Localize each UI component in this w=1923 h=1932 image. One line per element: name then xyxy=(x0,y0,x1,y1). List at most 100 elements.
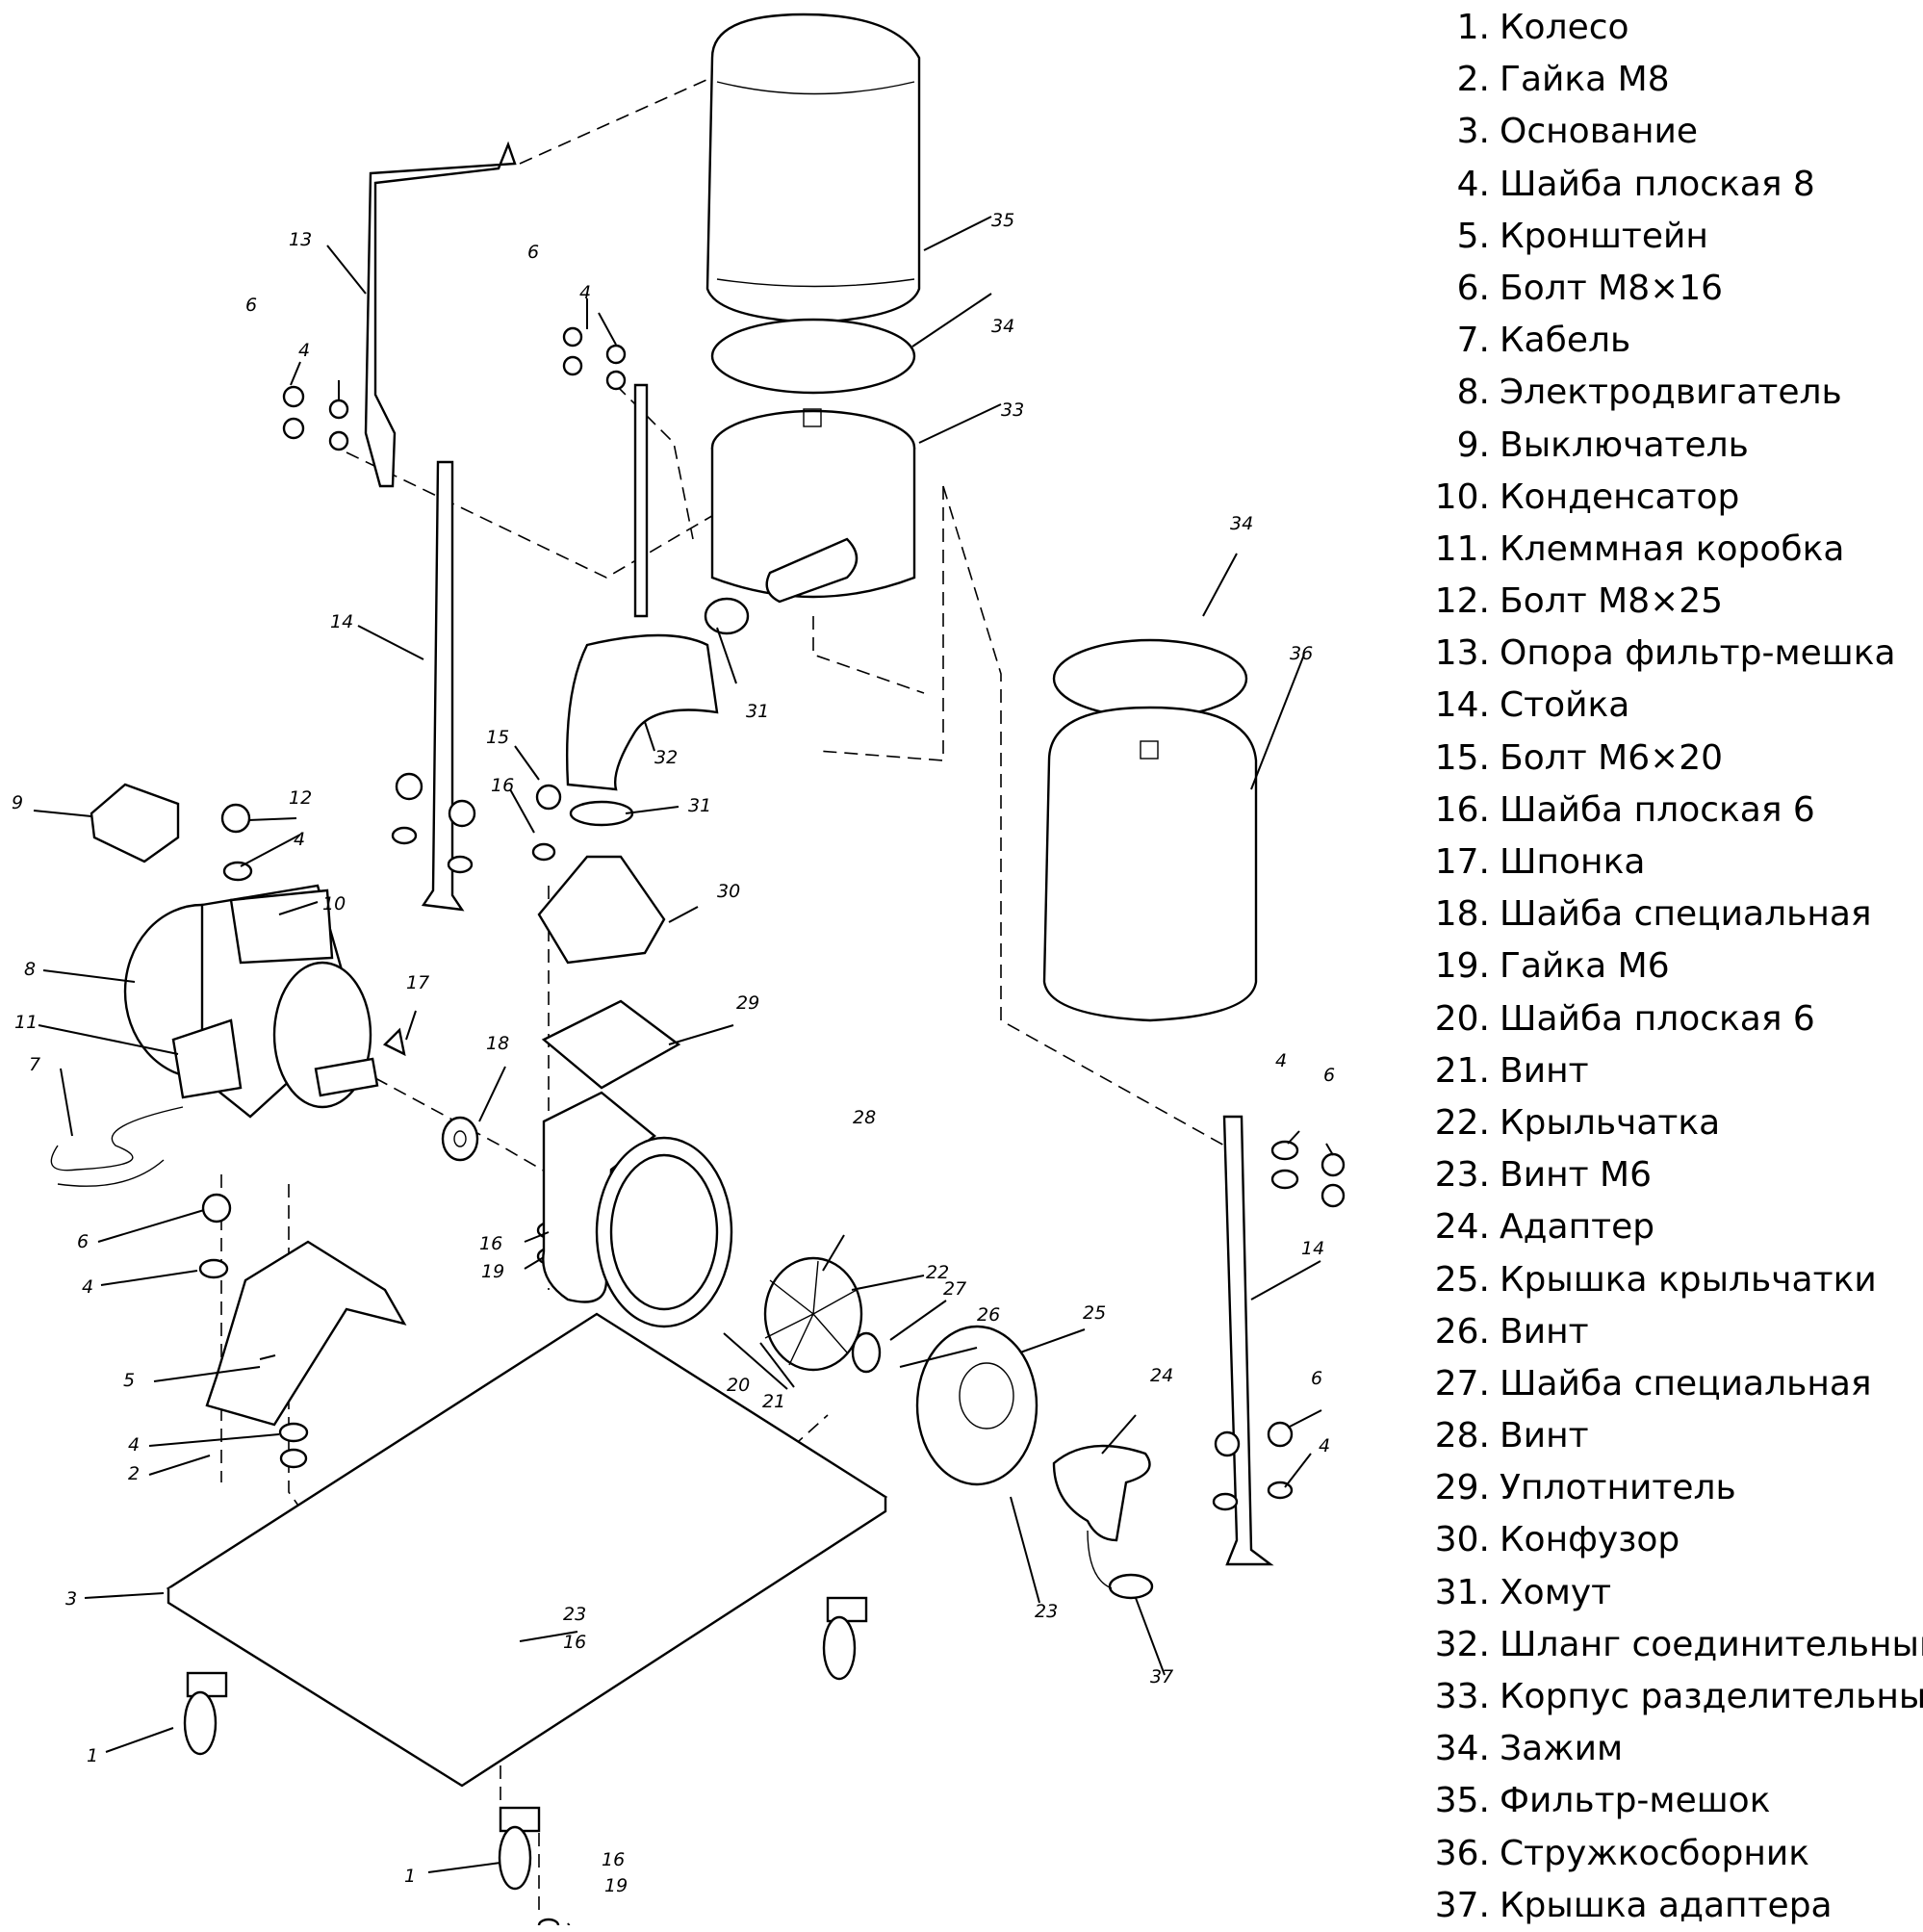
callout-31b: 31 xyxy=(688,795,711,816)
parts-legend-number: 22. xyxy=(1434,1102,1490,1143)
callout-35: 35 xyxy=(991,210,1014,231)
callout-labels: 1 1 2 3 4 4 4 4 4 4 4 5 6 6 6 6 6 7 8 9 … xyxy=(12,210,1335,1896)
parts-legend-name: Кабель xyxy=(1500,321,1631,361)
fan-housing-part xyxy=(542,1091,733,1328)
parts-legend-item: 14.Стойка xyxy=(1405,680,1923,732)
parts-legend-name: Опора фильтр-мешка xyxy=(1500,633,1896,674)
callout-7: 7 xyxy=(29,1054,40,1075)
callout-4d: 4 xyxy=(1319,1435,1330,1456)
parts-legend-item: 22.Крыльчатка xyxy=(1405,1097,1923,1149)
callout-30: 30 xyxy=(717,881,740,902)
clamp-31-upper xyxy=(704,597,750,635)
parts-legend-name: Крыльчатка xyxy=(1500,1102,1721,1143)
parts-legend-number: 19. xyxy=(1434,946,1490,987)
parts-legend-item: 35.Фильтр-мешок xyxy=(1405,1775,1923,1827)
cable-part xyxy=(50,1106,184,1187)
parts-legend-item: 18.Шайба специальная xyxy=(1405,889,1923,940)
callout-27: 27 xyxy=(943,1278,966,1300)
parts-legend-name: Основание xyxy=(1500,112,1699,152)
parts-legend-name: Стойка xyxy=(1500,685,1630,726)
separator-body-part xyxy=(710,408,916,604)
callout-2: 2 xyxy=(128,1463,140,1484)
parts-legend-item: 25.Крышка крыльчатки xyxy=(1405,1254,1923,1306)
callout-11: 11 xyxy=(14,1012,38,1033)
callout-16b: 16 xyxy=(479,1233,502,1254)
callout-25: 25 xyxy=(1083,1302,1106,1324)
parts-legend-name: Электродвигатель xyxy=(1500,373,1842,413)
parts-legend-item: 8.Электродвигатель xyxy=(1405,367,1923,419)
motor-part xyxy=(123,884,406,1119)
callout-4a: 4 xyxy=(298,340,310,361)
callout-19b: 19 xyxy=(604,1875,628,1896)
callout-37: 37 xyxy=(1150,1666,1173,1687)
parts-legend-name: Винт xyxy=(1500,1416,1589,1456)
callout-28: 28 xyxy=(853,1107,876,1128)
callout-5: 5 xyxy=(123,1370,135,1391)
parts-legend-item: 32.Шланг соединительный xyxy=(1405,1619,1923,1671)
parts-legend-number: 9. xyxy=(1456,425,1490,465)
parts-legend-number: 11. xyxy=(1434,528,1490,569)
callout-6e: 6 xyxy=(77,1231,89,1252)
parts-legend-item: 3.Основание xyxy=(1405,106,1923,158)
parts-legend-number: 27. xyxy=(1434,1363,1490,1404)
parts-legend-item: 7.Кабель xyxy=(1405,315,1923,367)
parts-legend-name: Крышка адаптера xyxy=(1500,1885,1833,1925)
parts-legend-number: 15. xyxy=(1434,737,1490,778)
parts-legend-name: Конденсатор xyxy=(1500,477,1740,517)
switch-part xyxy=(90,783,180,863)
parts-legend-name: Стружкосборник xyxy=(1500,1833,1810,1873)
parts-legend-number: 6. xyxy=(1456,268,1490,308)
callout-29: 29 xyxy=(736,992,759,1014)
parts-legend-item: 36.Стружкосборник xyxy=(1405,1828,1923,1880)
parts-legend-number: 35. xyxy=(1434,1781,1490,1821)
parts-legend-name: Уплотнитель xyxy=(1500,1468,1736,1508)
parts-legend-name: Крышка крыльчатки xyxy=(1500,1259,1877,1300)
parts-legend-number: 17. xyxy=(1434,842,1490,882)
parts-legend-number: 33. xyxy=(1434,1677,1490,1716)
callout-18: 18 xyxy=(486,1033,509,1054)
parts-legend-name: Шайба плоская 8 xyxy=(1500,164,1815,204)
parts-legend-number: 26. xyxy=(1434,1311,1490,1352)
callout-3: 3 xyxy=(65,1588,77,1610)
parts-legend-name: Болт М8×16 xyxy=(1500,268,1724,308)
callout-6c: 6 xyxy=(1323,1065,1335,1086)
parts-legend-item: 23.Винт М6 xyxy=(1405,1149,1923,1201)
parts-legend-number: 37. xyxy=(1434,1885,1490,1925)
parts-legend-item: 27.Шайба специальная xyxy=(1405,1358,1923,1410)
adapter-part xyxy=(1052,1444,1151,1542)
parts-legend-item: 19.Гайка М6 xyxy=(1405,940,1923,992)
parts-legend-name: Выключатель xyxy=(1500,425,1749,465)
exploded-parts-diagram: 1 1 2 3 4 4 4 4 4 4 4 5 6 6 6 6 6 7 8 9 … xyxy=(12,13,1346,1932)
base-plate-part xyxy=(166,1312,888,1788)
parts-legend-name: Гайка М6 xyxy=(1500,946,1670,987)
parts-legend-number: 1. xyxy=(1456,8,1490,47)
parts-legend-item: 34.Зажим xyxy=(1405,1723,1923,1775)
parts-legend-number: 21. xyxy=(1434,1050,1490,1091)
parts-legend-item: 28.Винт xyxy=(1405,1410,1923,1462)
parts-legend-item: 6.Болт М8×16 xyxy=(1405,263,1923,315)
parts-legend-number: 7. xyxy=(1456,321,1490,361)
parts-legend-number: 13. xyxy=(1434,633,1490,674)
callout-14a: 14 xyxy=(330,611,353,632)
leader-lines xyxy=(33,216,1334,1932)
parts-legend-number: 14. xyxy=(1434,685,1490,726)
clamp-upper-part xyxy=(710,318,916,395)
callout-6b: 6 xyxy=(527,242,539,263)
callout-24: 24 xyxy=(1150,1365,1173,1386)
callout-4f: 4 xyxy=(82,1276,93,1298)
motor-bracket-part xyxy=(205,1240,407,1427)
parts-legend-item: 37.Крышка адаптера xyxy=(1405,1880,1923,1932)
parts-legend-item: 10.Конденсатор xyxy=(1405,472,1923,524)
parts-legend-name: Адаптер xyxy=(1500,1207,1655,1248)
parts-legend-number: 18. xyxy=(1434,894,1490,935)
parts-legend-name: Болт М6×20 xyxy=(1500,737,1724,778)
fasteners xyxy=(198,326,1346,1932)
parts-legend-name: Винт xyxy=(1500,1050,1589,1091)
parts-legend-item: 29.Уплотнитель xyxy=(1405,1462,1923,1514)
callout-4e: 4 xyxy=(294,829,305,850)
parts-legend-number: 36. xyxy=(1434,1833,1490,1873)
post-mid-part xyxy=(633,383,649,618)
impeller-part xyxy=(763,1256,863,1372)
parts-legend-number: 24. xyxy=(1434,1207,1490,1248)
callout-4c: 4 xyxy=(1275,1050,1287,1071)
